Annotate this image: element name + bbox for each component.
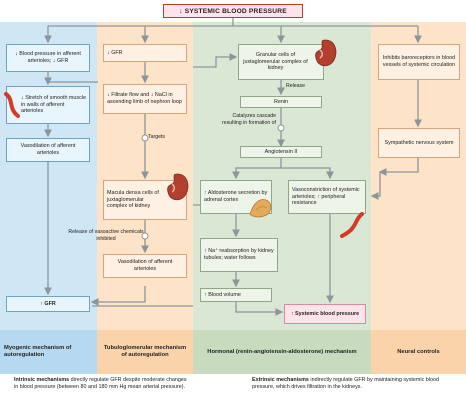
kidney-icon xyxy=(315,39,337,67)
kidney-icon xyxy=(167,173,189,201)
aldosterone-box: ↑ Aldosterone secretion by adrenal corte… xyxy=(200,180,272,214)
baroreceptors-box: Inhibits baroreceptors in blood vessels … xyxy=(378,44,460,80)
myogenic-label: Myogenic mechanism of autoregulation xyxy=(0,330,97,374)
blood-volume-box: ↑ Blood volume xyxy=(200,288,272,302)
arteriole-icon xyxy=(4,92,20,118)
myogenic-box-low-pressure: ↓ Blood pressure in afferent arterioles;… xyxy=(6,44,90,72)
systemic-bp-box: ↑ Systemic blood pressure xyxy=(284,304,366,324)
tubulo-box-vasodilation: Vasodilation of afferent arterioles xyxy=(103,254,187,278)
intrinsic-text: directly regulate GFR despite moderate c… xyxy=(14,377,187,390)
tubulo-box-low-gfr: ↓ GFR xyxy=(103,44,187,62)
tubulo-box-filtrate-flow: ↓ Filtrate flow and ↓ NaCl in ascending … xyxy=(103,84,187,114)
hormonal-label: Hormonal (renin-angiotensin-aldosterone)… xyxy=(193,330,371,374)
myogenic-box-stretch: ↓ Stretch of smooth muscle in walls of a… xyxy=(6,86,90,124)
extrinsic-note: Extrinsic mechanisms indirectly regulate… xyxy=(252,377,452,391)
intrinsic-note: Intrinsic mechanisms directly regulate G… xyxy=(14,377,190,391)
extrinsic-heading: Extrinsic mechanisms xyxy=(252,377,309,383)
granular-cells-box: Granular cells of juxtaglomerular comple… xyxy=(238,44,324,80)
extrinsic-text: indirectly regulate GFR by maintaining s… xyxy=(252,377,439,390)
gfr-increase-box: ↑ GFR xyxy=(6,296,90,312)
angiotensin-box: Angiotensin II xyxy=(240,146,322,158)
renin-box: Renin xyxy=(240,96,322,108)
sympathetic-box: Sympathetic nervous system xyxy=(378,128,460,158)
arteriole-icon xyxy=(340,212,364,238)
adrenal-gland-icon xyxy=(249,199,272,218)
neural-label: Neural controls xyxy=(371,330,466,374)
targets-label: Targets xyxy=(148,134,166,140)
vasoconstriction-box: Vasoconstriction of systemic arterioles;… xyxy=(288,180,366,214)
catalyzes-note: Catalyzes cascade resulting in formation… xyxy=(222,113,276,126)
page-title: ↓ SYSTEMIC BLOOD PRESSURE xyxy=(163,4,303,18)
na-reabsorption-box: ↑ Na⁺ reabsorption by kidney tubules; wa… xyxy=(200,238,278,272)
tubuloglomerular-label: Tubuloglomerular mechanism of autoregula… xyxy=(97,330,193,374)
release-inhibited-note: Release of vasoactive chemicals inhibite… xyxy=(68,229,144,242)
intrinsic-heading: Intrinsic mechanisms xyxy=(14,377,70,383)
myogenic-box-vasodilation: Vasodilation of afferent arterioles xyxy=(6,138,90,162)
release-label: Release xyxy=(286,83,306,89)
